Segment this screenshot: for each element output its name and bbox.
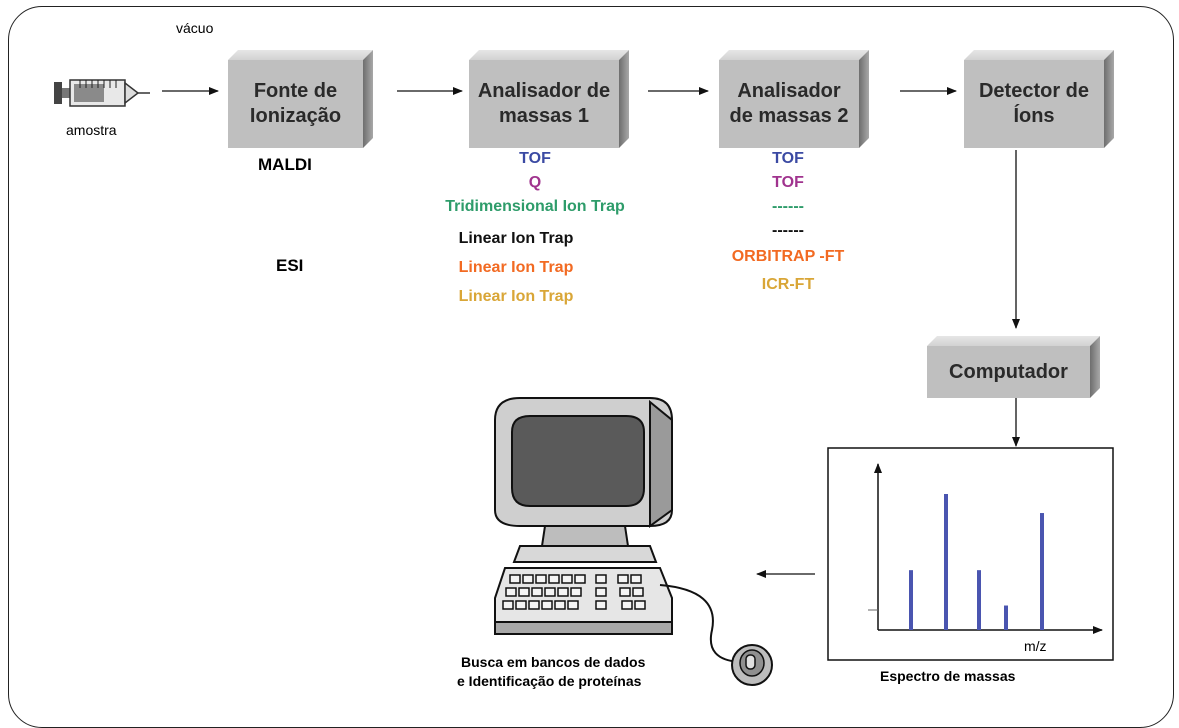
search-label-line1: Busca em bancos de dados [461, 654, 646, 670]
spectrum-panel [827, 447, 1114, 661]
desktop-computer-icon [494, 397, 673, 635]
ion-detector-label: Detector de Íons [978, 80, 1090, 127]
computer-box-label: Computador [949, 360, 1068, 383]
analyzer2-item: ------ [772, 198, 804, 215]
analyzer1-item: Tridimensional Ion Trap [445, 198, 625, 215]
analyzer2-item: TOF [772, 150, 804, 167]
analyzer2-item: ORBITRAP -FT [731, 248, 845, 265]
diagram-graphics [54, 79, 1114, 686]
mass-analyzer-1-label: Analisador de massas 1 [477, 80, 611, 127]
search-label-line2: e Identificação de proteínas [457, 673, 642, 689]
analyzer1-item: Linear Ion Trap [458, 230, 574, 247]
spectrum-peak [1040, 513, 1044, 630]
mouse-cable [659, 584, 741, 663]
analyzer1-item: Q [528, 174, 542, 191]
analyzer1-item: Linear Ion Trap [458, 288, 574, 305]
ionization-source-label: Fonte de Ionização [249, 80, 342, 127]
analyzer2-item: ICR-FT [761, 276, 815, 293]
analyzer2-item: TOF [772, 174, 804, 191]
mz-axis-label: m/z [1024, 638, 1047, 654]
spectrum-peak [944, 494, 948, 630]
keyboard-keys [502, 574, 646, 610]
syringe-icon [54, 79, 150, 107]
spectrum-peak [977, 570, 981, 630]
spectrum-caption: Espectro de massas [880, 668, 1016, 684]
sample-label: amostra [66, 122, 117, 138]
vacuum-label: vácuo [176, 20, 214, 36]
spectrum-peak [909, 570, 913, 630]
maldi-label: MALDI [258, 155, 312, 174]
mass-analyzer-2-label: Analisador de massas 2 [729, 80, 849, 127]
spectrum-peaks [909, 494, 1044, 630]
esi-label: ESI [276, 256, 304, 275]
analyzer2-item: ------ [772, 222, 804, 239]
analyzer1-item: Linear Ion Trap [458, 259, 574, 276]
spectrum-peak [1004, 605, 1008, 630]
analyzer1-item: TOF [519, 150, 551, 167]
mouse-icon [731, 644, 773, 686]
